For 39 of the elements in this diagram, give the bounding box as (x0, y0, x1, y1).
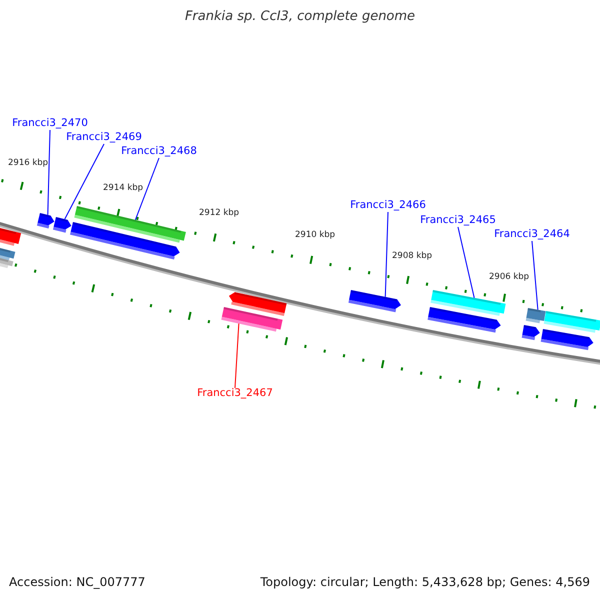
tick-label: 2916 kbp (8, 158, 48, 169)
gene-label: Francci3_2467 (197, 387, 273, 400)
tick-label: 2912 kbp (199, 208, 240, 219)
gene-bar (348, 290, 401, 312)
tick-label: 2906 kbp (489, 272, 530, 283)
gene-bar (221, 307, 283, 332)
leader-line (384, 212, 388, 298)
leader-line (234, 323, 240, 388)
leader-line (458, 226, 475, 298)
gene-bar (74, 206, 186, 243)
leader-line (64, 144, 104, 220)
title: Frankia sp. CcI3, complete genome (184, 9, 416, 25)
gene-bar (0, 246, 16, 261)
leader-line (134, 158, 160, 220)
leader-line (532, 240, 538, 310)
gene-bar (0, 256, 14, 268)
accession-text: Accession: NC_007777 (9, 575, 146, 590)
gene-bar (526, 308, 546, 324)
tick-label: 2914 kbp (103, 183, 144, 194)
gene-label: Francci3_2468 (121, 145, 197, 158)
gene-bar (36, 213, 54, 228)
genome-info-text: Topology: circular; Length: 5,433,628 bp; Genes: 4,569 (260, 575, 590, 590)
gene-label: Francci3_2465 (420, 214, 496, 227)
gene-bar (228, 292, 287, 316)
gene-bar (428, 307, 501, 333)
gene-bar (70, 222, 180, 260)
gene-label: Francci3_2466 (350, 199, 426, 212)
gene-label: Francci3_2470 (12, 117, 88, 130)
gene-bar (522, 325, 540, 340)
tick-label: 2908 kbp (392, 251, 432, 262)
gene-bar (0, 226, 22, 246)
tick-label: 2910 kbp (295, 230, 336, 241)
gene-bar (52, 217, 72, 233)
gene-bar (540, 329, 594, 350)
gene-label: Francci3_2464 (494, 228, 570, 241)
gene-label: Francci3_2469 (66, 131, 142, 144)
gene-bar (430, 290, 506, 316)
gene-bar (544, 311, 600, 333)
leader-line (47, 130, 50, 216)
